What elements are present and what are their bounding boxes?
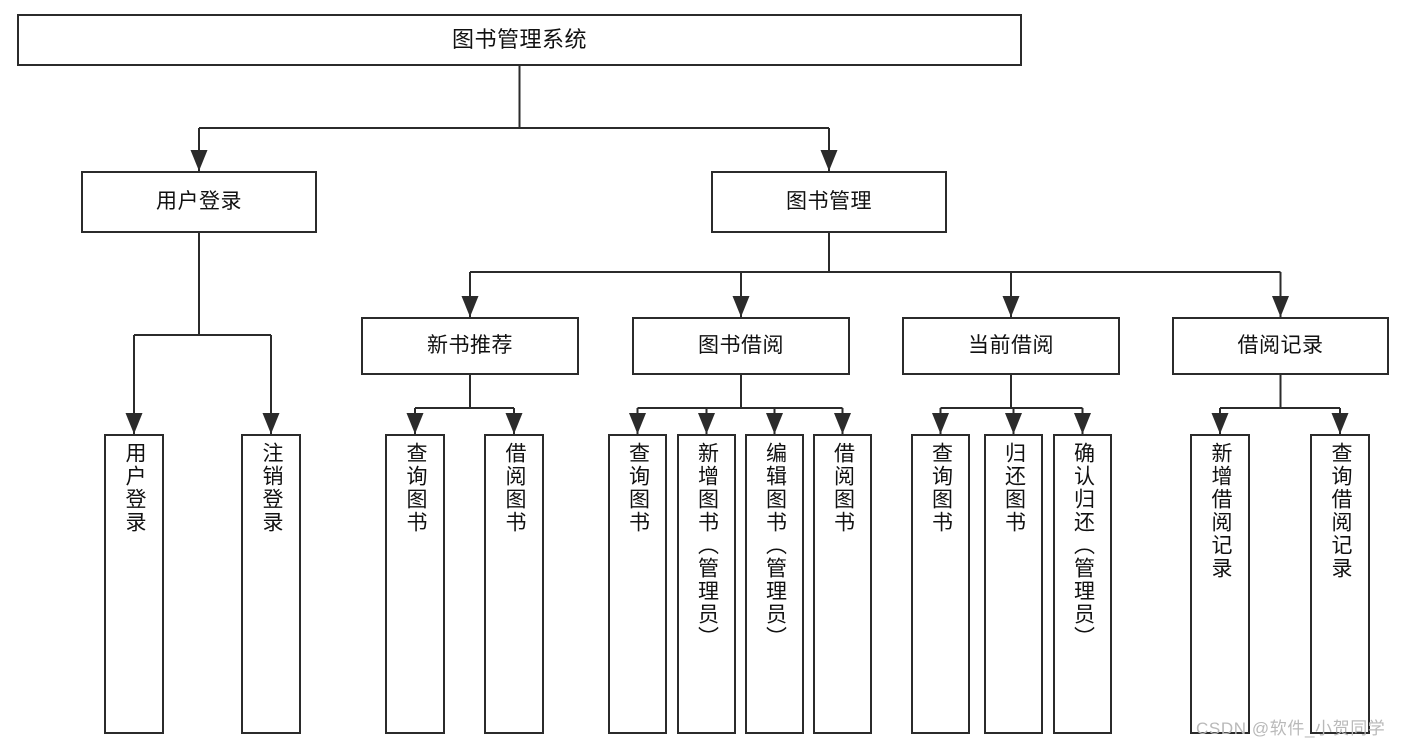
node-book-manage: 图书管理 <box>711 171 947 233</box>
node-label: 借阅图书 <box>503 442 527 534</box>
node-leaf-edit-book: 编辑图书（管理员） <box>745 434 804 734</box>
connector-arrowhead <box>629 413 646 434</box>
node-label: 图书管理 <box>786 189 872 213</box>
connector-arrowhead <box>820 150 838 171</box>
node-label: 借阅图书 <box>831 442 855 534</box>
connector-arrowhead <box>698 413 715 434</box>
node-label: 新增图书（管理员） <box>695 442 719 649</box>
node-label: 借阅记录 <box>1237 333 1324 357</box>
connector-arrowhead <box>125 413 143 434</box>
node-borrow-record: 借阅记录 <box>1172 317 1389 375</box>
node-label: 注销登录 <box>260 442 284 534</box>
node-current-borrow: 当前借阅 <box>902 317 1120 375</box>
connector-arrowhead <box>932 413 949 434</box>
node-leaf-query-record: 查询借阅记录 <box>1310 434 1370 734</box>
node-label: 用户登录 <box>123 442 147 534</box>
connector-arrowhead <box>262 413 280 434</box>
node-label: 查询图书 <box>626 442 650 534</box>
node-label: 编辑图书（管理员） <box>763 442 787 649</box>
node-leaf-add-record: 新增借阅记录 <box>1190 434 1250 734</box>
node-label: 查询图书 <box>929 442 953 534</box>
connector-arrowhead <box>1272 296 1289 317</box>
node-user-login: 用户登录 <box>81 171 317 233</box>
node-label: 用户登录 <box>156 189 242 213</box>
connector-arrowhead <box>190 150 208 171</box>
node-leaf-add-book: 新增图书（管理员） <box>677 434 736 734</box>
node-leaf-borrow-book-2: 借阅图书 <box>813 434 872 734</box>
connector-arrowhead <box>505 413 523 434</box>
node-book-borrow: 图书借阅 <box>632 317 850 375</box>
node-leaf-query-book-3: 查询图书 <box>911 434 970 734</box>
connector-arrowhead <box>1074 413 1091 434</box>
node-new-book-rec: 新书推荐 <box>361 317 579 375</box>
node-leaf-borrow-book-1: 借阅图书 <box>484 434 544 734</box>
connector-arrowhead <box>1331 413 1349 434</box>
connector-arrowhead <box>461 296 479 317</box>
node-leaf-user-login: 用户登录 <box>104 434 164 734</box>
connector-arrowhead <box>834 413 851 434</box>
connector-arrowhead <box>1005 413 1022 434</box>
connector-arrowhead <box>1002 296 1020 317</box>
node-label: 图书管理系统 <box>451 27 587 53</box>
node-label: 新书推荐 <box>427 333 513 357</box>
node-label: 归还图书 <box>1002 442 1026 534</box>
node-root: 图书管理系统 <box>17 14 1022 66</box>
node-label: 查询图书 <box>404 442 428 534</box>
connector-arrowhead <box>1211 413 1229 434</box>
node-leaf-query-book-2: 查询图书 <box>608 434 667 734</box>
node-label: 确认归还（管理员） <box>1071 442 1095 649</box>
connector-arrowhead <box>406 413 424 434</box>
node-label: 图书借阅 <box>698 333 784 357</box>
node-leaf-query-book-1: 查询图书 <box>385 434 445 734</box>
connector-arrowhead <box>732 296 750 317</box>
node-label: 新增借阅记录 <box>1209 442 1233 580</box>
csdn-watermark: CSDN @软件_小贺同学 <box>1196 719 1386 738</box>
connector-arrowhead <box>766 413 783 434</box>
node-leaf-return-book: 归还图书 <box>984 434 1043 734</box>
node-label: 当前借阅 <box>968 333 1054 357</box>
node-label: 查询借阅记录 <box>1329 442 1353 580</box>
node-leaf-logout: 注销登录 <box>241 434 301 734</box>
node-leaf-confirm-return: 确认归还（管理员） <box>1053 434 1112 734</box>
